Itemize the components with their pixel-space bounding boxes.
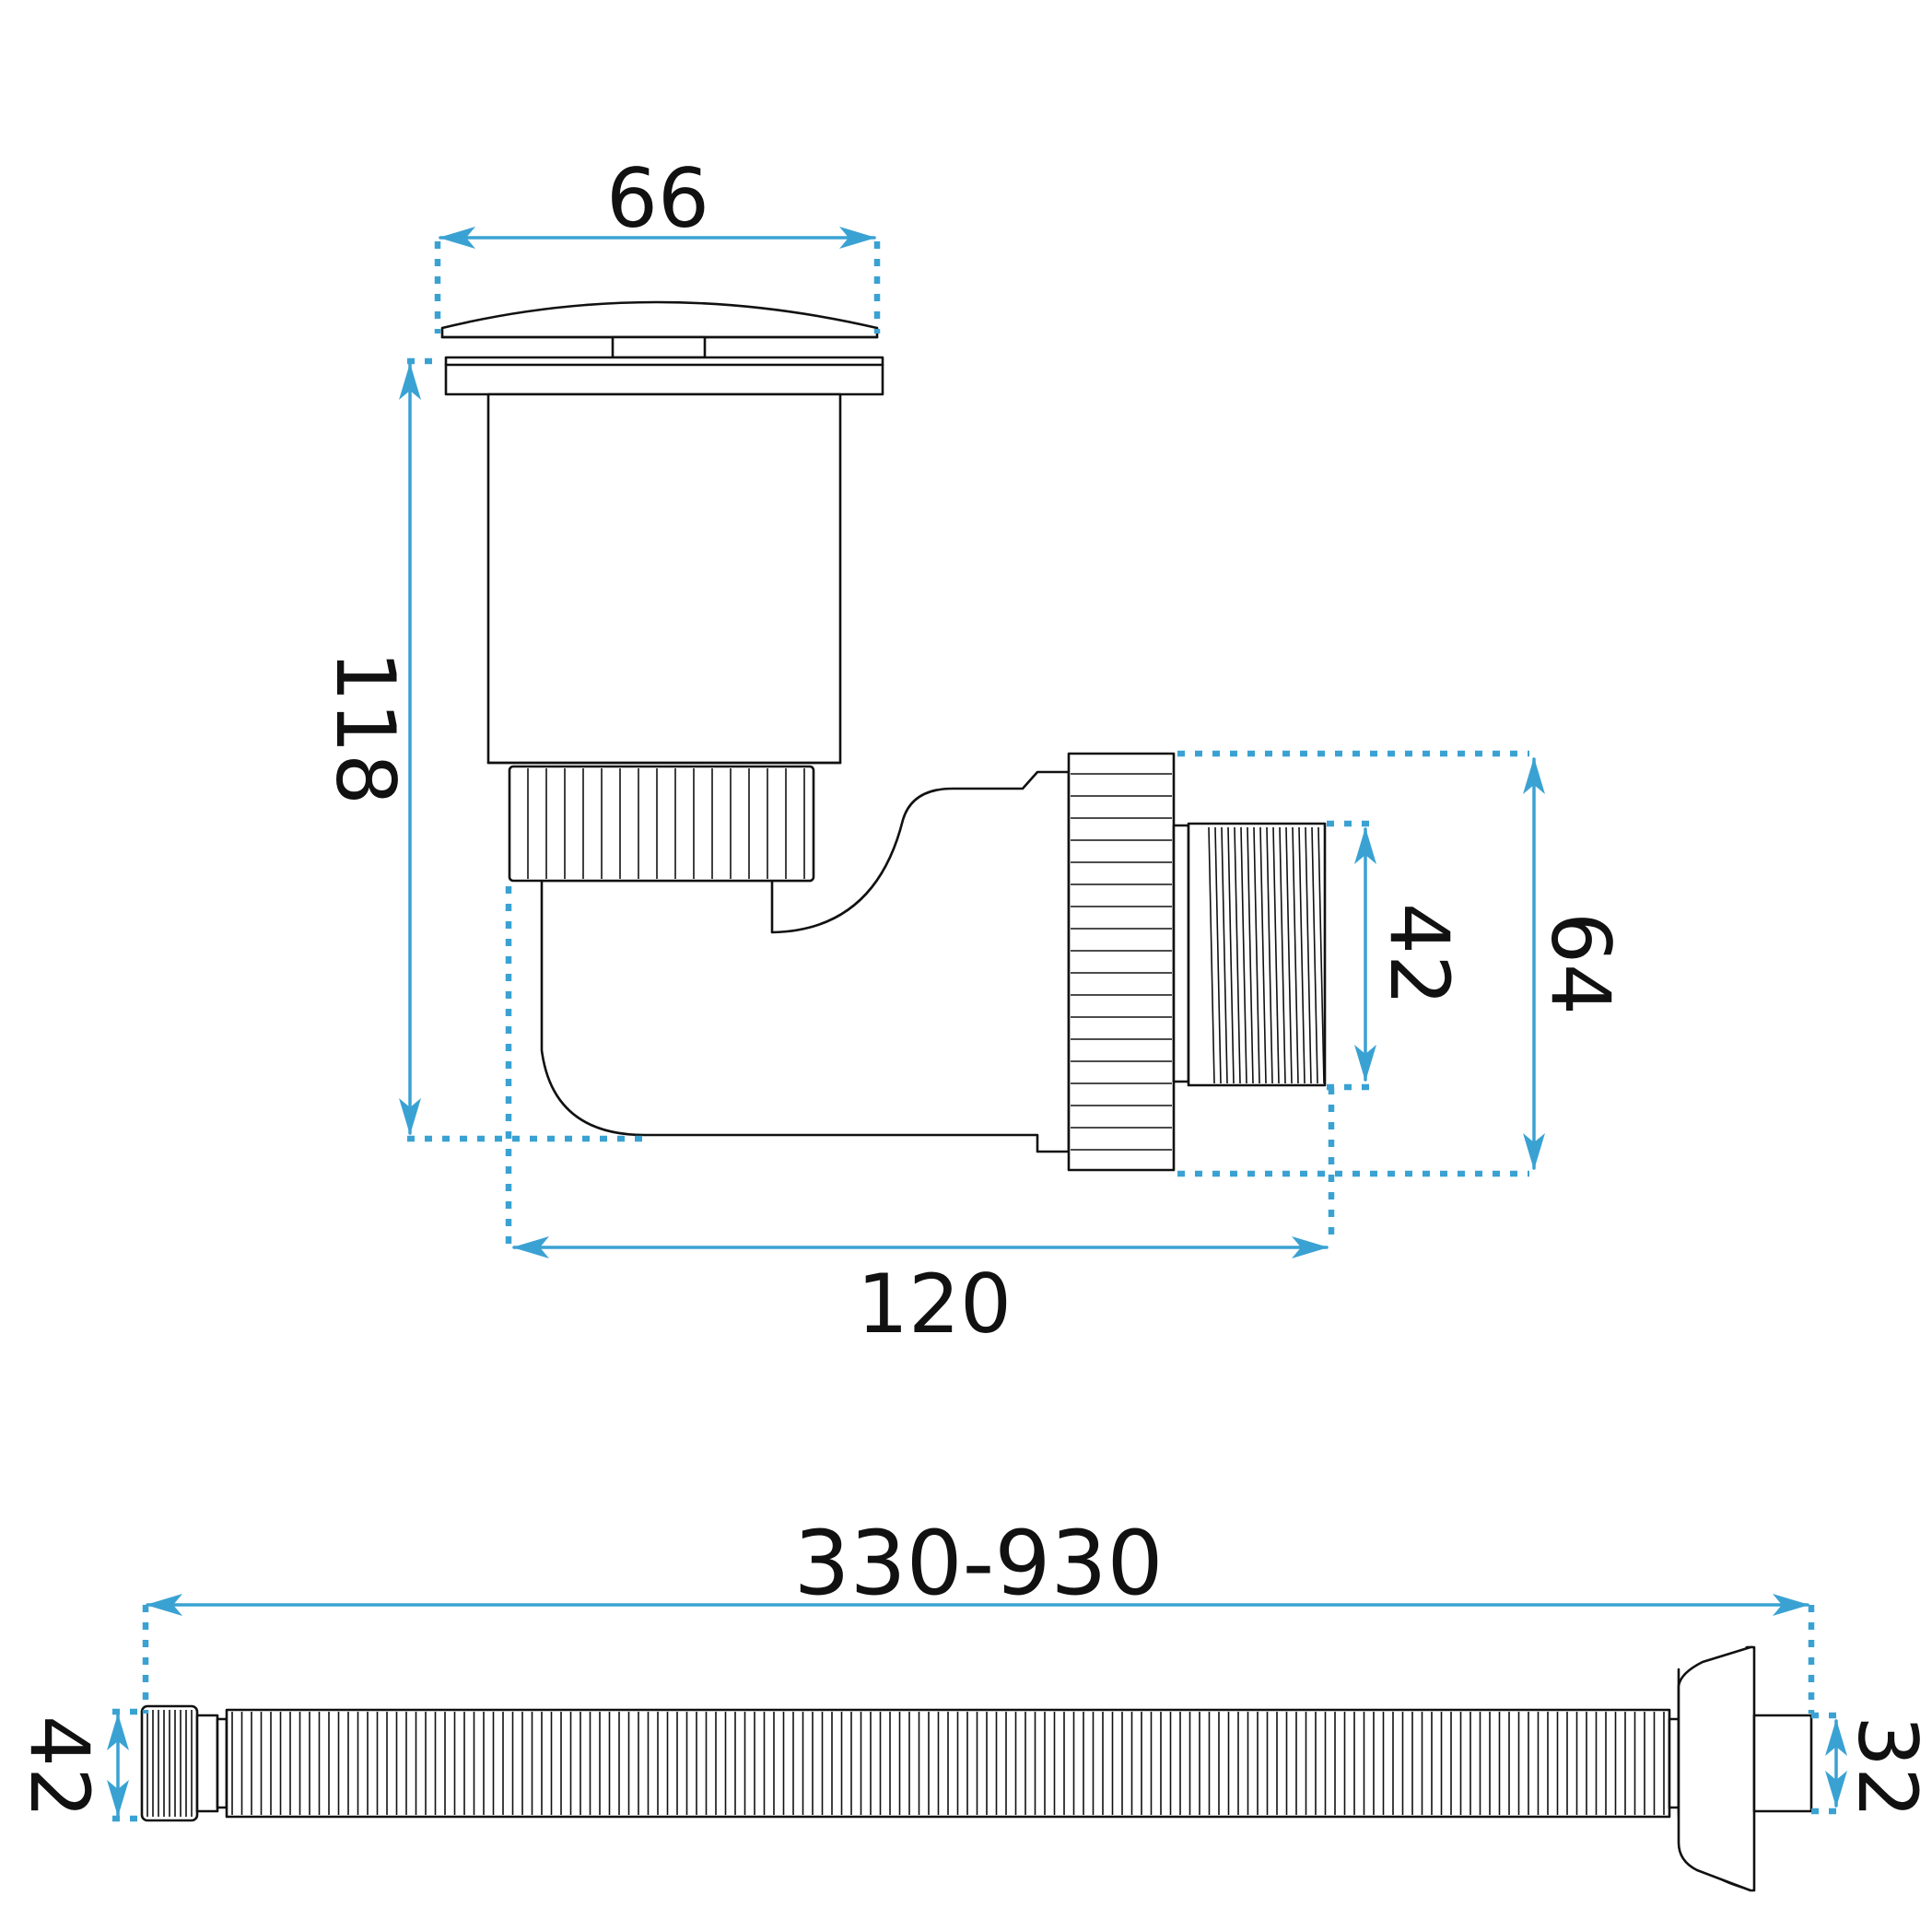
thread-line xyxy=(1247,826,1254,1084)
flexible-hose xyxy=(140,1645,1813,1892)
thread-line xyxy=(1266,826,1273,1084)
hose-corrugated-tube xyxy=(225,1708,1671,1819)
outlet-nut xyxy=(1067,752,1176,1172)
threaded-outlet xyxy=(1172,822,1327,1087)
hose-outlet-fitting xyxy=(1668,1645,1813,1892)
label-hose-inlet: 42 xyxy=(12,1715,107,1819)
label-nut-outer: 64 xyxy=(1533,912,1628,1015)
dimension-hose-inlet: 42 xyxy=(12,1708,140,1822)
waste-fitting xyxy=(440,300,1327,1172)
thread-line xyxy=(1208,826,1215,1084)
thread-line xyxy=(1305,826,1312,1084)
thread-line xyxy=(1234,826,1241,1084)
label-waste-width: 66 xyxy=(606,151,709,246)
thread-line xyxy=(1292,826,1299,1084)
thread-line xyxy=(1317,826,1325,1084)
thread-line xyxy=(1253,826,1260,1084)
dimension-waste-length: 120 xyxy=(505,886,1335,1351)
thread-line xyxy=(1285,826,1293,1084)
label-outlet-thread: 42 xyxy=(1372,903,1467,1006)
thread-line xyxy=(1279,826,1286,1084)
dimension-waste-width: 66 xyxy=(434,151,881,333)
dimension-hose-length: 330-930 xyxy=(142,1512,1815,1714)
thread-line xyxy=(1214,826,1222,1084)
dimension-waste-height: 118 xyxy=(318,357,650,1142)
thread-line xyxy=(1272,826,1280,1084)
elbow-pipe xyxy=(540,770,1071,1153)
thread-line xyxy=(1311,826,1318,1084)
label-hose-outlet: 32 xyxy=(1840,1715,1932,1819)
hose-inlet-nut xyxy=(140,1704,228,1822)
dimension-nut-outer: 64 xyxy=(1177,750,1628,1177)
label-hose-length: 330-930 xyxy=(793,1512,1163,1615)
waste-body xyxy=(486,392,842,765)
waste-cap xyxy=(440,300,879,339)
label-waste-length: 120 xyxy=(857,1257,1012,1351)
waste-flange xyxy=(444,356,884,396)
thread-line xyxy=(1240,826,1247,1084)
thread-line xyxy=(1259,826,1267,1084)
thread-line xyxy=(1298,826,1306,1084)
dimension-hose-outlet: 32 xyxy=(1811,1712,1932,1819)
waste-nut xyxy=(508,765,815,883)
label-waste-height: 118 xyxy=(318,650,413,805)
thread-line xyxy=(1227,826,1235,1084)
dimension-outlet-thread: 42 xyxy=(1327,820,1467,1091)
thread-line xyxy=(1221,826,1228,1084)
waste-stem xyxy=(611,335,707,359)
